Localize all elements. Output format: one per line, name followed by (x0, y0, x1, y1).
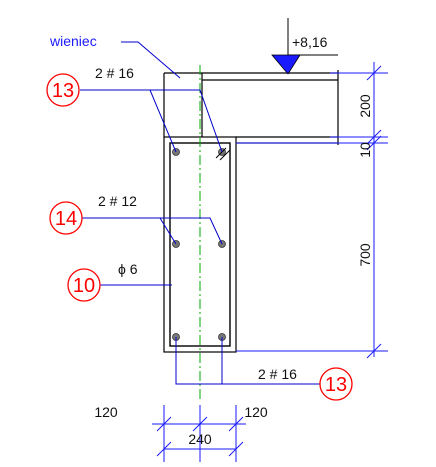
svg-text:13: 13 (325, 374, 347, 396)
dim-200: 200 (357, 94, 373, 118)
wieniec-block (163, 72, 202, 137)
marker-10: 10 (67, 268, 101, 302)
leader-lines (80, 41, 320, 385)
label-stirrup: ϕ 6 (118, 261, 138, 277)
marker-13-bottom: 13 (319, 367, 353, 401)
svg-text:13: 13 (52, 80, 74, 102)
marker-13-top: 13 (46, 73, 80, 107)
stirrup-hook (215, 147, 231, 161)
label-wieniec: wieniec (49, 33, 97, 49)
svg-text:+8,16: +8,16 (292, 34, 328, 50)
label-bottom-bars: 2 # 16 (258, 366, 297, 382)
dim-700: 700 (357, 243, 373, 267)
dim-bottom-120-right: 120 (244, 404, 268, 420)
elevation-marker: +8,16 (271, 18, 338, 75)
svg-text:14: 14 (55, 208, 77, 230)
marker-14: 14 (49, 201, 83, 235)
bottom-dimension-chain (152, 405, 246, 462)
right-dimension-chain (236, 62, 388, 359)
label-top-bars: 2 # 16 (95, 65, 134, 81)
rebar-dots (172, 148, 226, 341)
dim-bottom-240: 240 (188, 431, 212, 447)
slab-outline (201, 70, 339, 145)
dim-bottom-120-left: 120 (94, 404, 118, 420)
svg-text:10: 10 (73, 275, 95, 297)
label-mid-bars: 2 # 12 (98, 193, 137, 209)
dim-10: 10 (357, 142, 373, 158)
